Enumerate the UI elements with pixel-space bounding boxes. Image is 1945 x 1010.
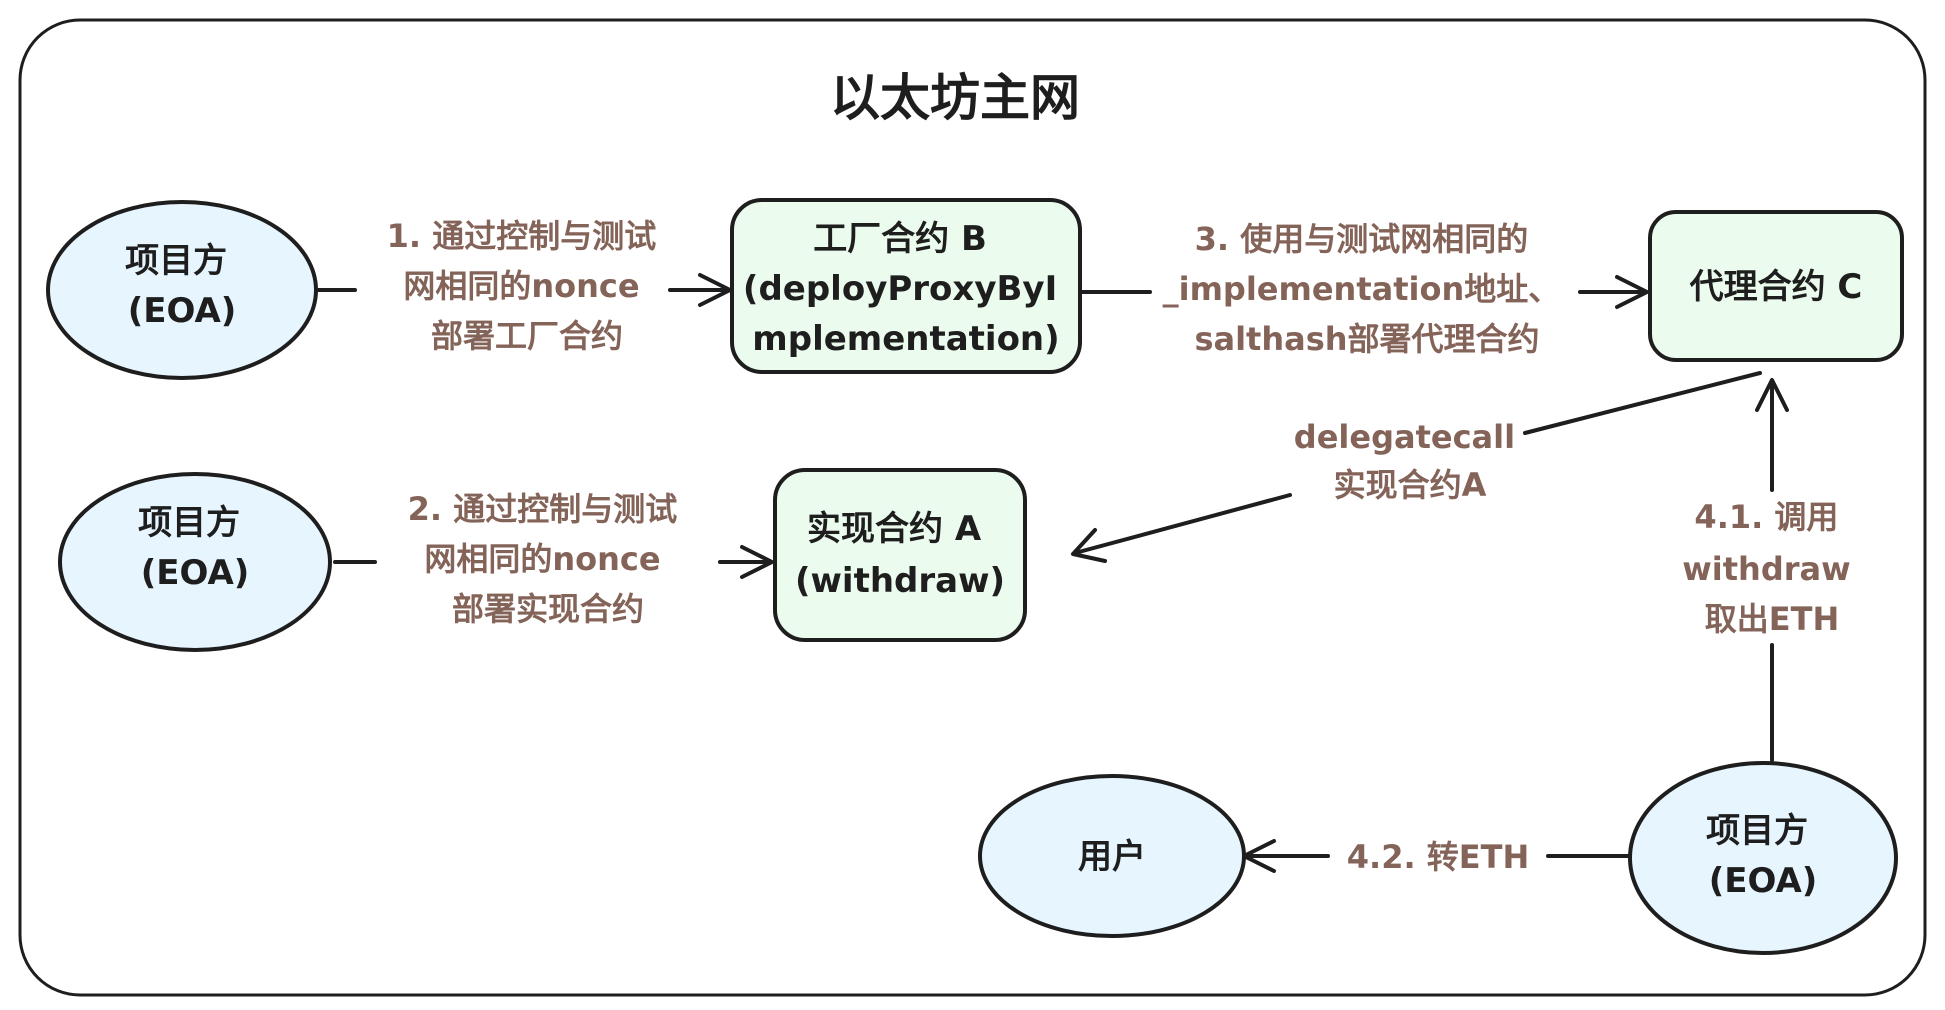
user-node	[978, 774, 1246, 938]
edge-label-e3: 3. 使用与测试网相同的 _implementation地址、 salthash…	[1163, 220, 1572, 358]
edge-label-delegatecall: delegatecall 实现合约A	[1294, 418, 1526, 504]
edge-label-e2: 2. 通过控制与测试 网相同的nonce 部署实现合约	[408, 490, 689, 628]
user-node-label: 用户	[1078, 837, 1146, 877]
edge-line-delegate-b	[1073, 493, 1292, 555]
mainnet-frame	[18, 18, 1927, 997]
arrowhead-e2	[740, 545, 774, 579]
edge-line-delegate-a	[1523, 371, 1762, 435]
edge-label-e1: 1. 通过控制与测试 网相同的nonce 部署工厂合约	[387, 217, 668, 355]
eoa-node-3	[1628, 761, 1898, 955]
eoa-node-1-label: 项目方 (EOA)	[125, 241, 239, 331]
factory-contract-box	[730, 198, 1082, 374]
eoa-node-2	[58, 472, 332, 652]
diagram-title: 以太坊主网	[830, 69, 1080, 127]
factory-contract-label: 工厂合约 B (deployProxyByI mplementation)	[743, 219, 1069, 359]
eoa-node-2-label: 项目方 (EOA)	[138, 503, 252, 593]
arrowhead-delegate	[1071, 528, 1107, 563]
implementation-contract-label: 实现合约 A (withdraw)	[795, 509, 1005, 601]
arrowhead-e3	[1615, 275, 1649, 309]
implementation-contract-box	[773, 468, 1027, 642]
proxy-contract-box	[1648, 210, 1904, 362]
eoa-node-3-label: 项目方 (EOA)	[1706, 811, 1820, 901]
eoa-node-1	[46, 200, 318, 380]
edge-label-e41: 4.1. 调用 withdraw 取出ETH	[1682, 498, 1862, 638]
proxy-contract-label: 代理合约 C	[1689, 267, 1863, 307]
edge-label-e42: 4.2. 转ETH	[1347, 838, 1529, 876]
arrowhead-e41	[1755, 378, 1789, 412]
